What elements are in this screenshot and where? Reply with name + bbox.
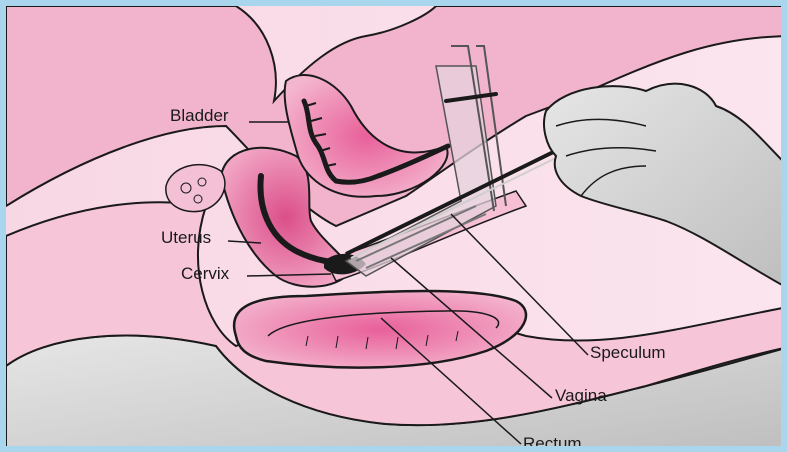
uterus-label: Uterus	[161, 228, 211, 248]
vagina-label: Vagina	[555, 386, 607, 406]
speculum-label: Speculum	[590, 343, 666, 363]
anatomy-illustration	[6, 6, 787, 452]
rectum-label: Rectum	[523, 434, 582, 452]
bladder-label: Bladder	[170, 106, 229, 126]
cervix-label: Cervix	[181, 264, 229, 284]
